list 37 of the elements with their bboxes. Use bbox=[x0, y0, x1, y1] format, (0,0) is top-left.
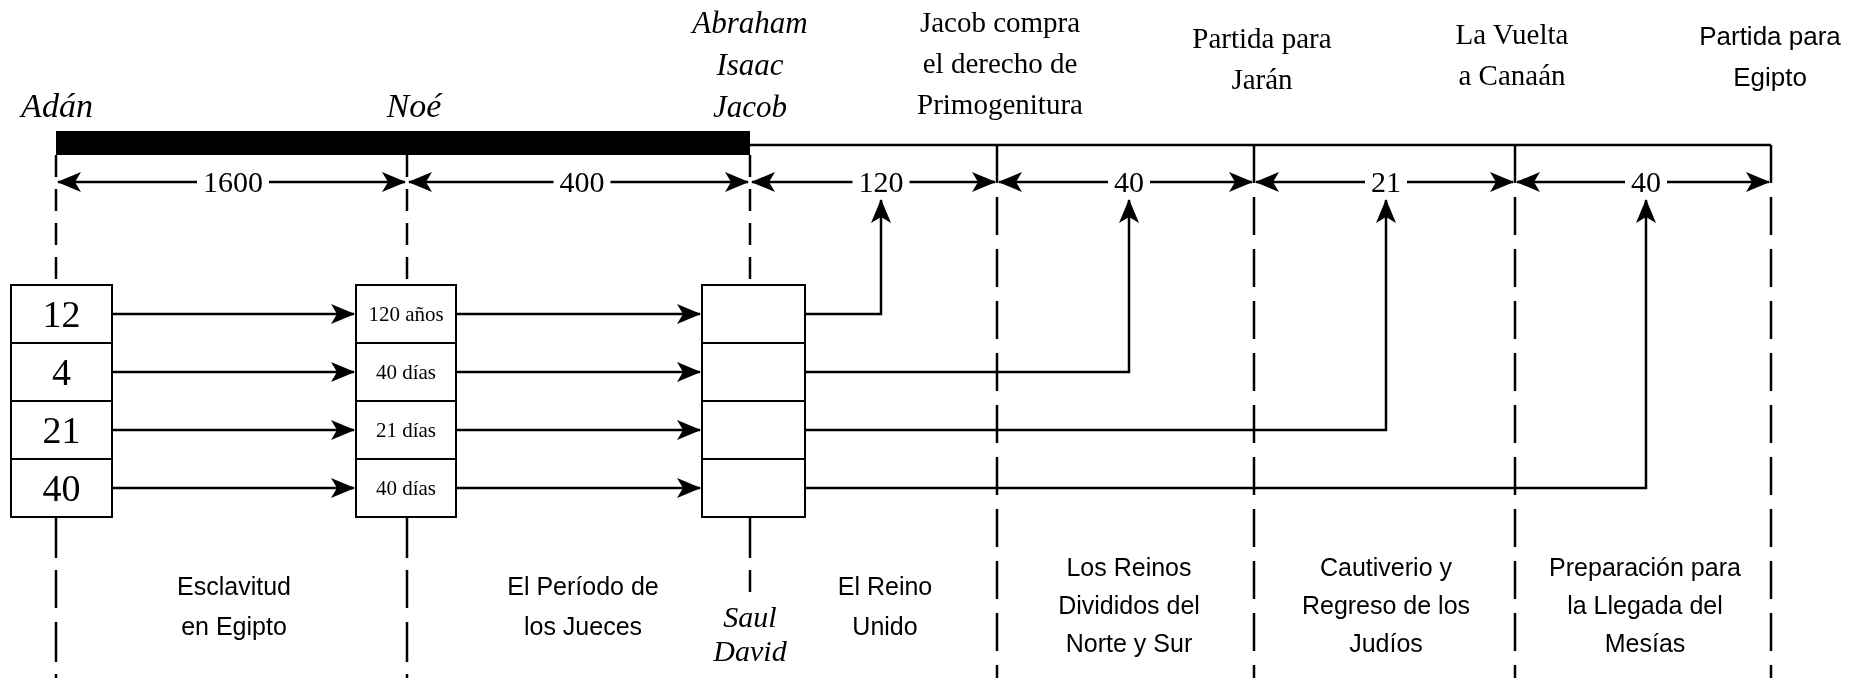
duration-box: 21 días bbox=[355, 400, 457, 460]
arrow bbox=[806, 199, 1139, 374]
arrow bbox=[113, 478, 355, 498]
event-label: La Vuelta a Canaán bbox=[1454, 17, 1570, 93]
event-label: Jacob compra el derecho de Primogenitura bbox=[916, 5, 1084, 122]
name-label: Abraham Isaac Jacob bbox=[689, 4, 809, 126]
arrow bbox=[806, 199, 1396, 432]
number-box: 40 bbox=[10, 458, 113, 518]
arrow bbox=[457, 478, 701, 498]
number-box: 21 bbox=[10, 400, 113, 460]
duration-box: 120 años bbox=[355, 284, 457, 344]
arrow bbox=[113, 304, 355, 324]
duration-box: 40 días bbox=[355, 342, 457, 402]
arrow bbox=[457, 362, 701, 382]
duration-box: 40 días bbox=[355, 458, 457, 518]
arrow bbox=[113, 362, 355, 382]
number-box: 12 bbox=[10, 284, 113, 344]
arrow bbox=[806, 199, 1656, 490]
arrow bbox=[457, 304, 701, 324]
period-label: Cautiverio y Regreso de los Judíos bbox=[1300, 552, 1472, 659]
arrow bbox=[806, 199, 891, 316]
empty-box bbox=[701, 284, 806, 344]
arrow bbox=[457, 420, 701, 440]
empty-box bbox=[701, 458, 806, 518]
number-box: 4 bbox=[10, 342, 113, 402]
period-label: El Reino Unido bbox=[836, 571, 934, 642]
period-label: Los Reinos Divididos del Norte y Sur bbox=[1057, 552, 1201, 659]
period-label: Esclavitud en Egipto bbox=[176, 571, 292, 642]
period-label: Preparación para la Llegada del Mesías bbox=[1548, 552, 1742, 659]
name-label: Adán bbox=[18, 86, 94, 126]
arrow bbox=[113, 420, 355, 440]
period-label: El Período de los Jueces bbox=[506, 571, 660, 642]
event-label: Partida para Egipto bbox=[1698, 20, 1842, 94]
empty-box bbox=[701, 342, 806, 402]
event-label: Partida para Jarán bbox=[1191, 21, 1333, 97]
empty-box bbox=[701, 400, 806, 460]
name-label: Noé bbox=[385, 86, 444, 126]
